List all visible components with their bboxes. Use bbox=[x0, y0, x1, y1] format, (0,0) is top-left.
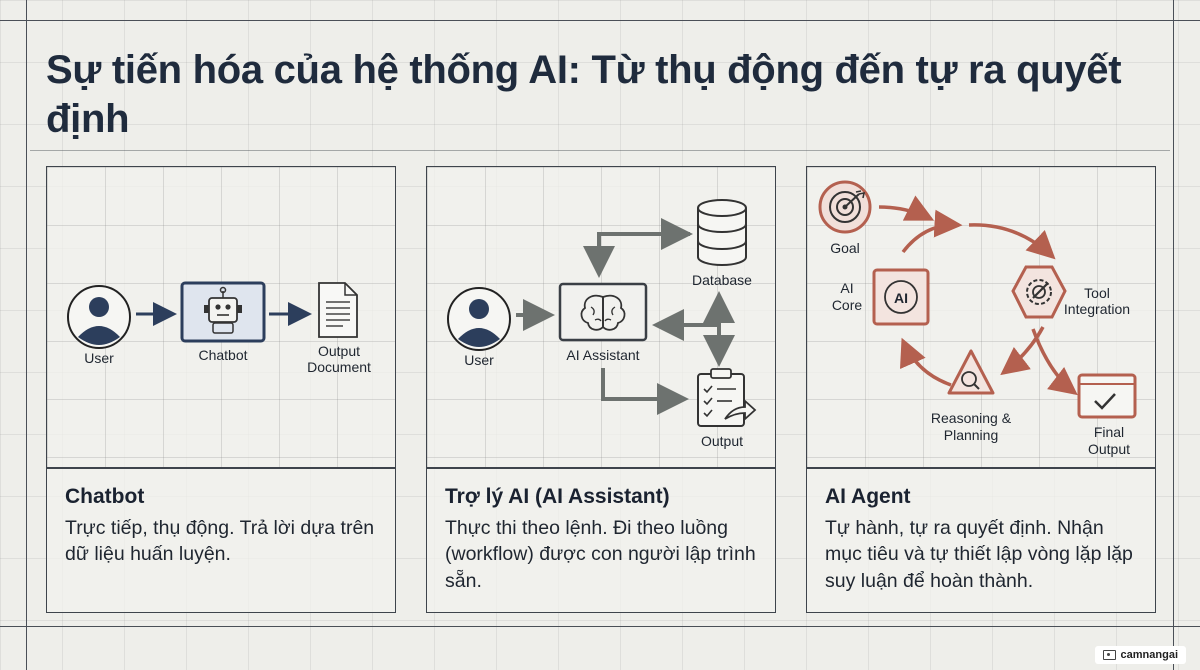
panel-text: AI Agent Tự hành, tự ra quyết định. Nhận… bbox=[825, 485, 1143, 594]
arrow-loop-tool bbox=[968, 223, 1056, 260]
arrow-assistant-output bbox=[601, 368, 689, 415]
assistant-diagram: User AI Assistant Database bbox=[447, 199, 757, 449]
panel-divider bbox=[47, 467, 395, 469]
final-label-line1: Final bbox=[1094, 424, 1124, 440]
tool-label-line1: Tool bbox=[1084, 285, 1110, 301]
arrow-core-loop bbox=[901, 209, 963, 254]
frame-top-line bbox=[0, 20, 1200, 21]
panel-ai-agent: Goal AI AI Core Tool Integration Reasoni… bbox=[806, 166, 1156, 613]
brain-icon bbox=[558, 282, 648, 342]
panel-ai-assistant: User AI Assistant Database bbox=[426, 166, 776, 613]
gear-wrench-icon bbox=[1011, 265, 1067, 319]
core-label-line2: Core bbox=[832, 297, 863, 313]
reasoning-label-line2: Planning bbox=[944, 427, 999, 443]
panel-description: Trực tiếp, thụ động. Trả lời dựa trên dữ… bbox=[65, 517, 375, 566]
document-icon bbox=[318, 282, 358, 338]
frame-bottom-line bbox=[0, 626, 1200, 627]
user-icon bbox=[447, 287, 511, 351]
reasoning-label-line1: Reasoning & bbox=[931, 410, 1012, 426]
clipboard-icon bbox=[697, 368, 757, 427]
agent-diagram: Goal AI AI Core Tool Integration Reasoni… bbox=[818, 180, 1137, 457]
user-label: User bbox=[84, 350, 114, 366]
tool-label-line2: Integration bbox=[1064, 301, 1130, 317]
panel-text: Trợ lý AI (AI Assistant) Thực thi theo l… bbox=[445, 485, 763, 594]
output-label-line2: Document bbox=[307, 359, 371, 375]
panel-heading: Trợ lý AI (AI Assistant) bbox=[445, 485, 670, 508]
panel-description: Tự hành, tự ra quyết định. Nhận mục tiêu… bbox=[825, 517, 1133, 592]
user-label: User bbox=[464, 352, 494, 368]
database-label: Database bbox=[692, 272, 752, 288]
arrow-database-assistant bbox=[583, 232, 690, 278]
output-label: Output bbox=[701, 433, 743, 449]
panel-heading: Chatbot bbox=[65, 485, 145, 508]
assistant-label: AI Assistant bbox=[566, 347, 639, 363]
robot-icon bbox=[180, 281, 266, 343]
goal-label: Goal bbox=[830, 240, 860, 256]
chatbot-label: Chatbot bbox=[198, 347, 247, 363]
panel-divider bbox=[807, 467, 1155, 469]
camera-icon bbox=[1102, 650, 1116, 660]
arrow-tool-final bbox=[1031, 328, 1078, 396]
user-icon bbox=[67, 285, 131, 349]
panel-heading: AI Agent bbox=[825, 485, 911, 508]
checkmark-window-icon bbox=[1077, 373, 1137, 419]
arrow-goal-loop bbox=[878, 195, 935, 221]
title-underline bbox=[30, 150, 1170, 151]
panel-divider bbox=[427, 467, 775, 469]
target-icon bbox=[818, 180, 872, 234]
watermark: camnangai bbox=[1094, 646, 1186, 664]
warning-search-icon bbox=[947, 349, 995, 395]
final-label-line2: Output bbox=[1088, 441, 1130, 457]
chatbot-diagram: User Chatbot Output Document bbox=[67, 281, 371, 375]
panel-text: Chatbot Trực tiếp, thụ động. Trả lời dựa… bbox=[65, 485, 383, 568]
arrow-tool-reasoning bbox=[1000, 326, 1045, 376]
page-title: Sự tiến hóa của hệ thống AI: Từ thụ động… bbox=[46, 48, 1122, 141]
arrow-reasoning-core bbox=[900, 337, 952, 387]
ai-core-badge: AI bbox=[894, 290, 908, 306]
ai-core-icon: AI bbox=[872, 268, 930, 326]
frame-left-line bbox=[26, 0, 27, 670]
frame-right-line bbox=[1173, 0, 1174, 670]
core-label-line1: AI bbox=[840, 280, 853, 296]
panel-description: Thực thi theo lệnh. Đi theo luồng (workf… bbox=[445, 517, 756, 592]
watermark-text: camnangai bbox=[1120, 649, 1178, 661]
panel-chatbot: User Chatbot Output Document bbox=[46, 166, 396, 613]
output-label-line1: Output bbox=[318, 343, 360, 359]
database-icon bbox=[697, 199, 747, 266]
